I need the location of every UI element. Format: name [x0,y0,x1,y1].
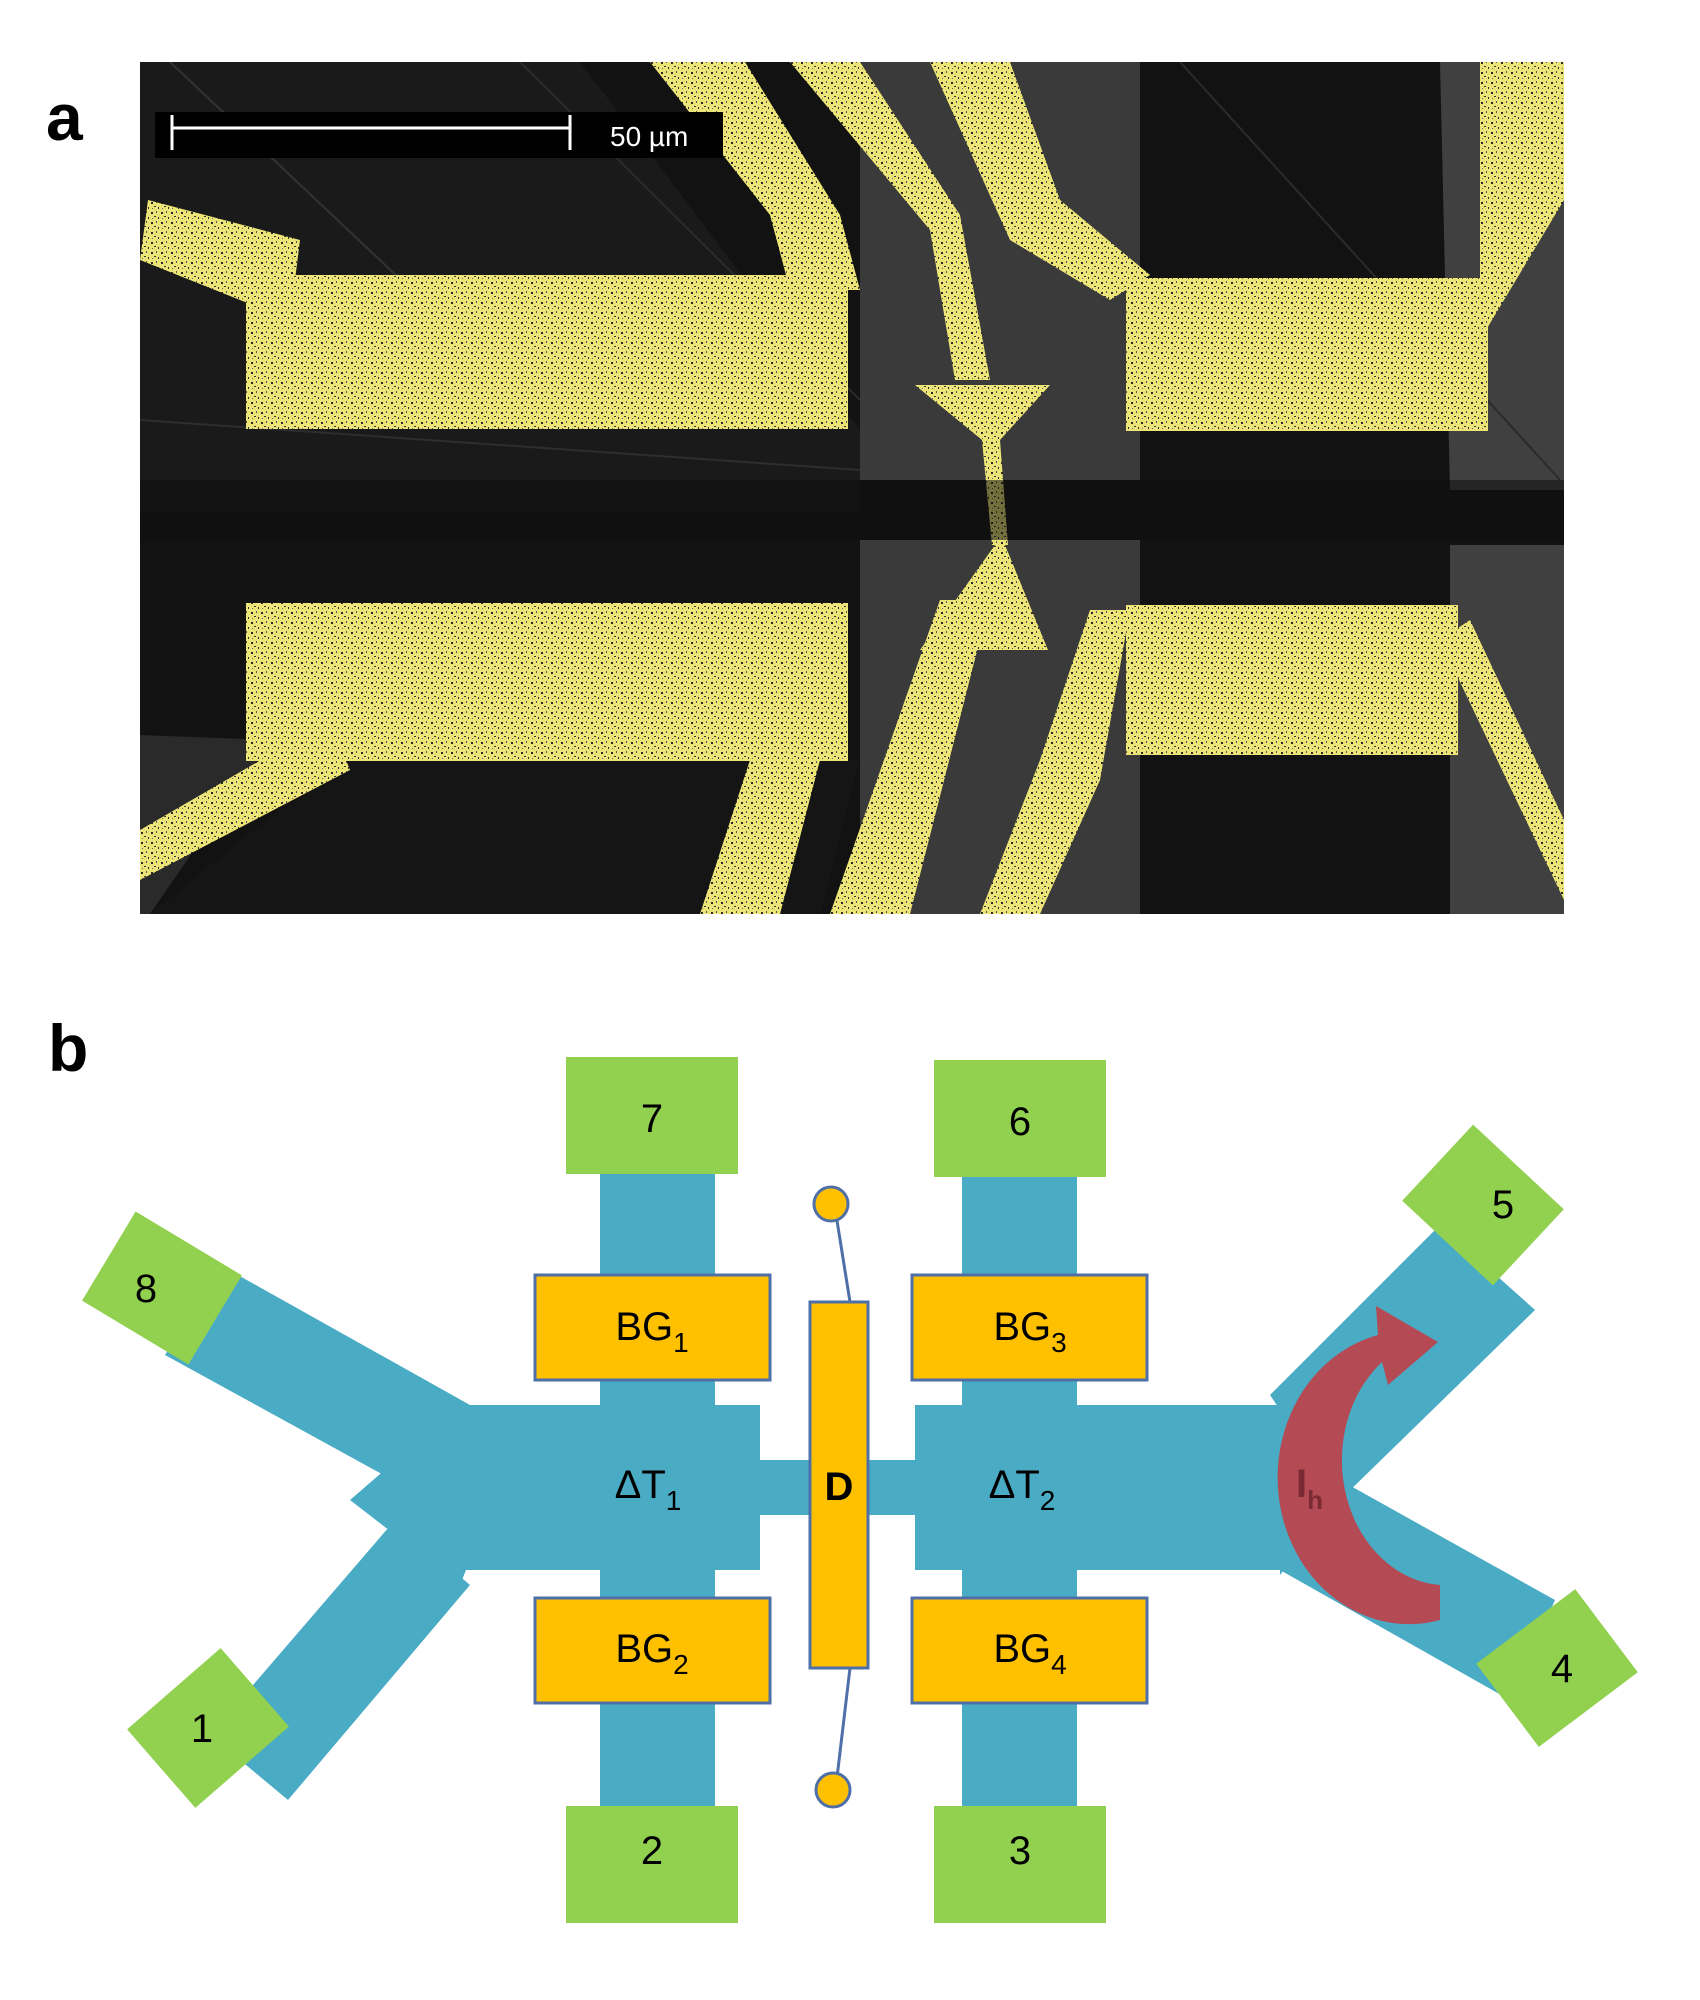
contact-label-2: 2 [641,1829,663,1873]
contact-pad-7 [566,1057,738,1174]
delta-t2-label: ΔT2 [989,1463,1056,1516]
contact-label-3: 3 [1009,1829,1031,1873]
back-gate-1 [533,1273,772,1382]
channel [165,1170,1555,1820]
device-d [808,1185,870,1809]
heating-current-label: Ih [1296,1462,1323,1515]
back-gate-3 [910,1273,1149,1382]
contact-pad-2 [566,1806,738,1923]
device-label: D [825,1465,854,1509]
contact-label-4: 4 [1551,1647,1573,1691]
scale-bar-label: 50 µm [610,121,688,152]
contact-pad-3 [934,1806,1106,1923]
contact-pad-1 [127,1648,289,1808]
panel-b-label: b [48,1011,89,1085]
back-gate-1-label: BG1 [615,1305,688,1358]
heating-current-arrow [1277,1306,1440,1625]
sem-micrograph: 50 µm [140,62,1564,914]
delta-t1-label: ΔT1 [615,1463,682,1516]
contact-label-5: 5 [1492,1183,1514,1227]
contact-pad-6 [934,1060,1106,1177]
contact-label-1: 1 [191,1707,213,1751]
contact-label-6: 6 [1009,1100,1031,1144]
contact-label-7: 7 [641,1097,663,1141]
back-gate-2 [533,1596,772,1705]
contact-label-8: 8 [135,1267,157,1311]
back-gate-2-label: BG2 [615,1627,688,1680]
device-schematic: 7 6 2 3 8 1 5 4 BG1 BG3 BG2 BG4 ΔT1 ΔT2 … [82,1057,1638,1923]
panel-a-label: a [46,80,83,154]
back-gate-4-label: BG4 [993,1627,1066,1680]
contact-pad-8 [82,1211,242,1365]
contact-pad-5 [1402,1124,1564,1286]
back-gate-3-label: BG3 [993,1305,1066,1358]
contact-pad-4 [1476,1589,1638,1747]
back-gate-4 [910,1596,1149,1705]
